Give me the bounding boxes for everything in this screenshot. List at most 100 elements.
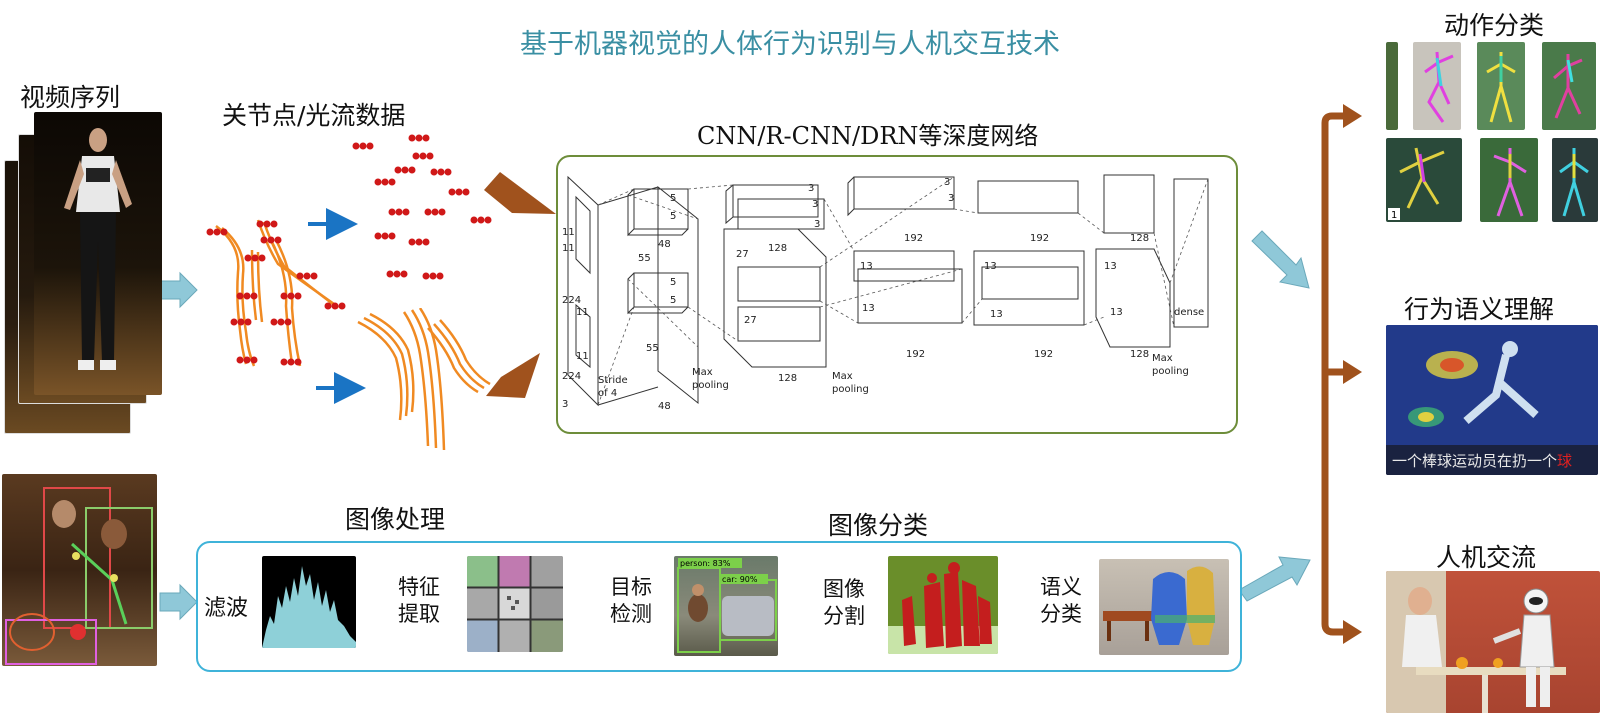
- person-detection-tag: person: 83%: [680, 559, 731, 568]
- channels-label: 3: [562, 399, 568, 410]
- size-13-label-6: 13: [1110, 307, 1123, 318]
- cnn-to-output-arrow: [1251, 230, 1310, 289]
- diagram-title: 基于机器视觉的人体行为识别与人机交互技术: [520, 29, 1060, 60]
- action-thumb-5: 1: [1386, 138, 1462, 222]
- detection-image: person: 83% car: 90%: [674, 556, 778, 656]
- hci-label: 人机交流: [1436, 543, 1537, 572]
- action-thumb-7: [1552, 138, 1598, 222]
- depth-128-label: 128: [768, 243, 787, 254]
- semantic-image: [1099, 559, 1229, 655]
- size-13-label-3: 13: [984, 261, 997, 272]
- feature-maps-image: [467, 556, 563, 652]
- output-arrowheads: [1343, 104, 1362, 644]
- depth-128-label-2: 128: [778, 373, 797, 384]
- action-classification-grid: 1: [1386, 42, 1600, 228]
- keypoint-flow-label: 关节点/光流数据: [222, 101, 406, 130]
- size-27-label-2: 27: [744, 315, 757, 326]
- action-thumb-badge: 1: [1391, 210, 1397, 221]
- segmentation-label: 图像 分割: [823, 576, 865, 630]
- joint-dots-cloud: [352, 134, 492, 280]
- behavior-caption: 一个棒球运动员在扔一个球: [1392, 452, 1572, 470]
- filter-label: 滤波: [204, 596, 249, 621]
- behavior-understanding-label: 行为语义理解: [1404, 295, 1555, 324]
- flow-to-cnn-arrow: [486, 353, 540, 398]
- action-thumb-6: [1480, 138, 1538, 222]
- depth-48-label-2: 48: [658, 401, 671, 412]
- segment-label-line1: 图像: [823, 577, 865, 601]
- segment-label-line2: 分割: [823, 604, 865, 628]
- kernel-size-label-3: 11: [576, 307, 589, 318]
- kernel-3-label-3: 3: [814, 219, 820, 230]
- stride-label: Stride: [598, 375, 628, 386]
- semantic-label-line2: 分类: [1040, 602, 1082, 626]
- action-thumb-3: [1477, 42, 1525, 130]
- feature-label-line2: 提取: [398, 602, 440, 626]
- histogram-image: [262, 556, 356, 648]
- kernel-3-label-5: 3: [948, 193, 954, 204]
- output-bracket: [1321, 112, 1345, 636]
- pipeline-to-output-arrow: [1238, 556, 1311, 602]
- dancer-image: [64, 128, 132, 370]
- depth-128-label-3: 128: [1130, 233, 1149, 244]
- semantic-label-line1: 语义: [1040, 575, 1082, 599]
- max-pooling-label-2: Max: [832, 371, 853, 382]
- kernel-size-label: 11: [562, 227, 575, 238]
- max-pooling-label-3: Max: [1152, 353, 1173, 364]
- max-pooling-label-1: Max: [692, 367, 713, 378]
- feature-label-line1: 特征: [398, 575, 440, 599]
- dots-to-cnn-arrow: [484, 172, 556, 214]
- kernel-3-label-4: 3: [944, 177, 950, 188]
- cnn-architecture-box: 224 224 3 11 11 11 11 Stride of 4 55 55 …: [556, 155, 1238, 434]
- kernel-5-label-4: 5: [670, 295, 676, 306]
- dense-label: dense: [1174, 307, 1204, 318]
- optical-flow-figure: [357, 308, 491, 451]
- action-thumb-2: [1413, 42, 1461, 130]
- object-detect-label: 目标 检测: [610, 574, 652, 628]
- kernel-5-label-2: 5: [670, 211, 676, 222]
- video-sequence-label: 视频序列: [20, 83, 121, 112]
- size-55-label-2: 55: [646, 343, 659, 354]
- detect-label-line2: 检测: [610, 602, 652, 626]
- max-pooling-label-3b: pooling: [1152, 366, 1189, 377]
- action-thumb-4: [1542, 42, 1596, 130]
- skeleton-figure: [206, 219, 346, 367]
- video-to-keypoints-arrow: [159, 271, 198, 309]
- max-pooling-label-1b: pooling: [692, 380, 729, 391]
- behavior-heatmap-image: 一个棒球运动员在扔一个球: [1386, 325, 1598, 475]
- input-size-label-2: 224: [562, 371, 581, 382]
- image-processing-label: 图像处理: [345, 505, 446, 534]
- kernel-3-label-2: 3: [812, 199, 818, 210]
- video-frame-front: [34, 112, 162, 395]
- video-frames: [4, 112, 162, 434]
- stride-label-2: of 4: [598, 388, 617, 399]
- hci-image: [1386, 571, 1600, 713]
- scene-image: [2, 474, 157, 666]
- segmentation-image: [888, 556, 998, 654]
- kernel-5-label-3: 5: [670, 277, 676, 288]
- feature-extract-label: 特征 提取: [398, 574, 440, 628]
- depth-192-label-3: 192: [1030, 233, 1049, 244]
- action-thumb-1: [1386, 42, 1398, 130]
- size-55-label: 55: [638, 253, 651, 264]
- car-detection-tag: car: 90%: [722, 575, 758, 584]
- max-pooling-label-2b: pooling: [832, 384, 869, 395]
- depth-128-label-4: 128: [1130, 349, 1149, 360]
- size-13-label-4: 13: [990, 309, 1003, 320]
- semantic-classify-label: 语义 分类: [1040, 574, 1082, 628]
- size-13-label-5: 13: [1104, 261, 1117, 272]
- size-13-label-2: 13: [862, 303, 875, 314]
- image-to-pipeline-arrow: [159, 583, 198, 621]
- size-27-label: 27: [736, 249, 749, 260]
- cnn-diagram: 224 224 3 11 11 11 11 Stride of 4 55 55 …: [562, 174, 1209, 412]
- kernel-size-label-2: 11: [562, 243, 575, 254]
- image-classification-label: 图像分类: [828, 511, 929, 540]
- cnn-title: CNN/R-CNN/DRN等深度网络: [697, 122, 1039, 150]
- action-classification-label: 动作分类: [1444, 11, 1545, 40]
- depth-192-label: 192: [904, 233, 923, 244]
- input-size-label: 224: [562, 295, 581, 306]
- detect-label-line1: 目标: [610, 575, 652, 599]
- size-13-label: 13: [860, 261, 873, 272]
- depth-48-label: 48: [658, 239, 671, 250]
- kernel-5-label: 5: [670, 193, 676, 204]
- kernel-3-label: 3: [808, 183, 814, 194]
